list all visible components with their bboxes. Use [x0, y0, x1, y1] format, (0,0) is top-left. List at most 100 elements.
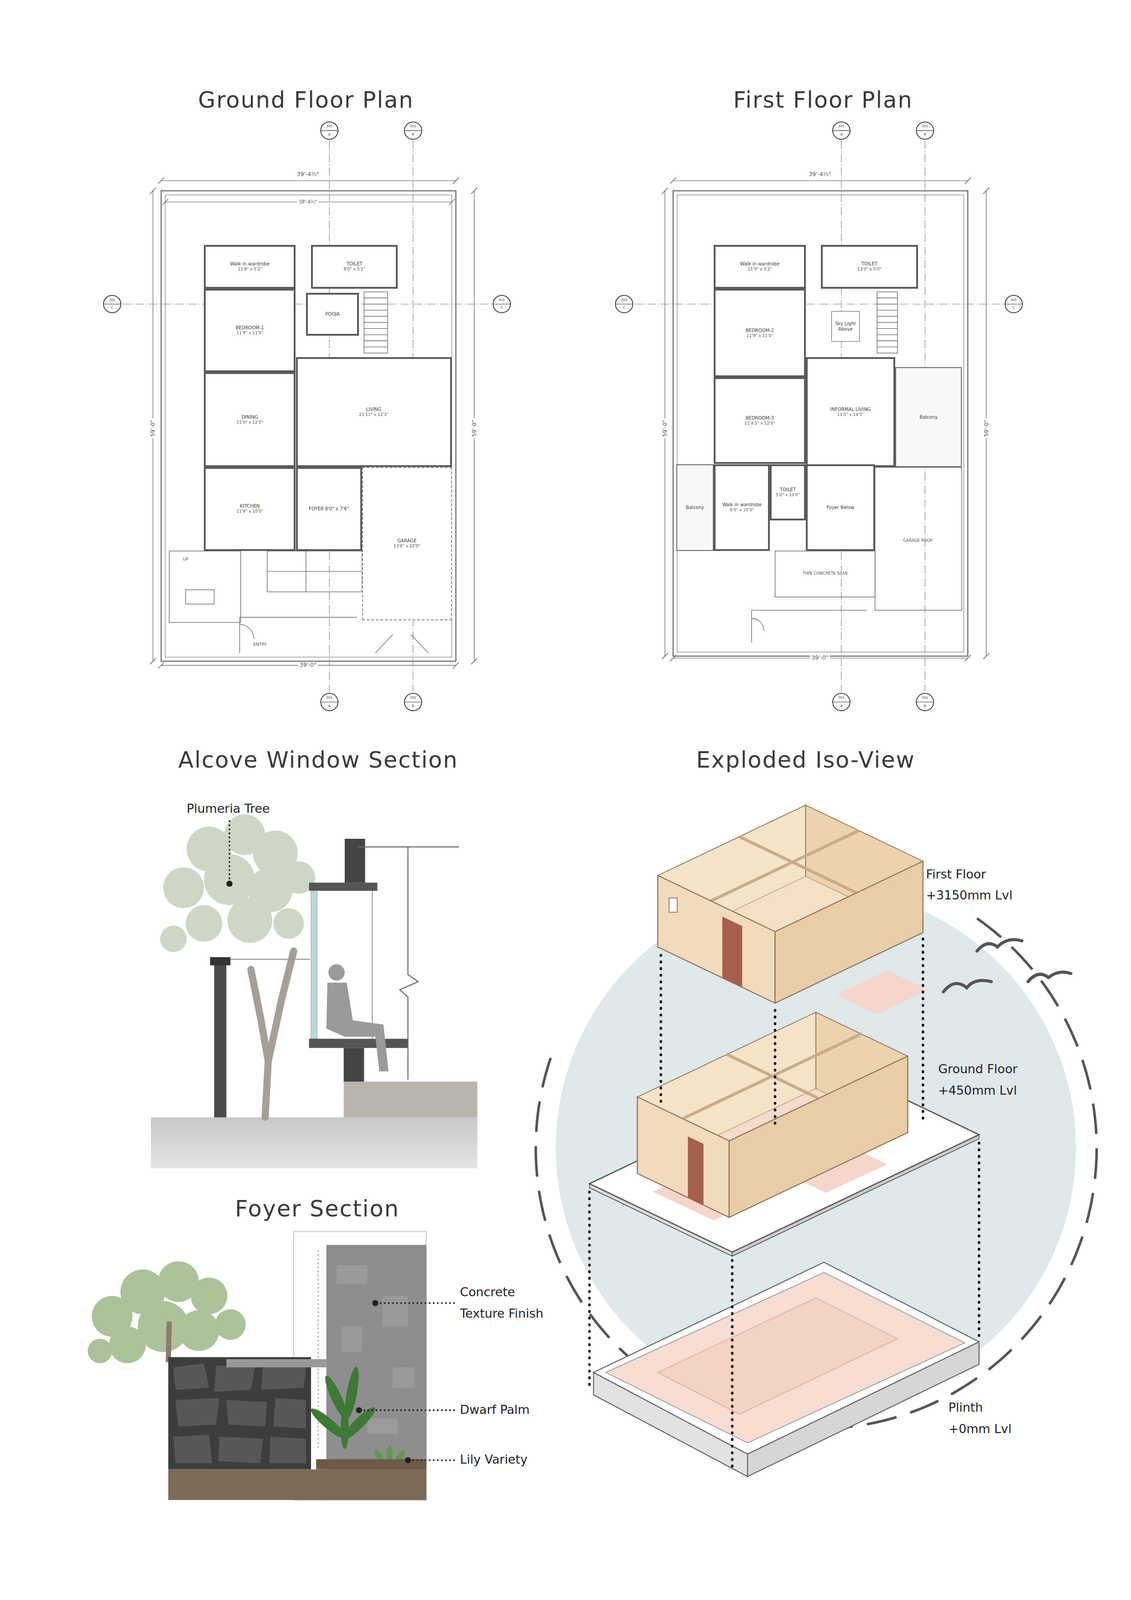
room-name: FOYER 8'0" x 7'6": [308, 506, 349, 512]
marker-text: 201: [1010, 297, 1017, 302]
callout-text: Plinth: [948, 1400, 984, 1415]
room-size: 13'6" x 22'0": [393, 543, 421, 549]
room-box: Walk in wardrobe11'9" x 5'2": [203, 244, 296, 289]
room-box: DINING11'0" x 12'0": [203, 372, 296, 467]
marker-text: C: [622, 306, 626, 310]
marker-divider: [103, 303, 121, 305]
callout-text: +3150mm Lvl: [926, 888, 1013, 903]
dimension-text: 38'-4½": [297, 199, 319, 205]
balcony-box: Balcony: [676, 464, 715, 551]
panel-heading: Foyer Section: [234, 1195, 400, 1222]
marker-text: B: [923, 132, 927, 137]
marker-text: A: [328, 703, 331, 708]
room-name: Walk in wardrobe: [230, 261, 270, 267]
section-marker: [103, 295, 121, 313]
panel-heading: Ground Floor Plan: [197, 87, 414, 114]
marker-text: 201: [498, 297, 505, 302]
room-box: Walk in wardrobe6'0" x 10'0": [713, 464, 770, 551]
marker-text: A: [840, 703, 843, 708]
room-name: BEDROOM-3: [745, 415, 774, 421]
marker-text: 201: [838, 124, 845, 129]
plot-frame: [122, 140, 492, 692]
marker-text: 201: [326, 695, 333, 700]
callout-text: Dwarf Palm: [460, 1402, 530, 1417]
room-size: 13'0" x 5'0": [857, 266, 882, 272]
room-name: Balcony: [919, 414, 938, 421]
room-box: FOYER 8'0" x 7'6": [295, 466, 363, 551]
balcony-box: Balcony: [895, 367, 962, 467]
marker-divider: [404, 701, 422, 703]
plan-note: UP: [182, 556, 189, 561]
room-box: BEDROOM-211'9" x 11'0": [713, 288, 806, 378]
callout-leaders: [229, 820, 455, 1461]
room-box: POOJA: [306, 292, 359, 336]
room-name: POOJA: [325, 311, 340, 317]
marker-text: 201: [409, 124, 417, 129]
room-name: GARAGE: [397, 538, 417, 544]
plan-note: GARAGE ROOF: [902, 538, 933, 543]
room-name: KITCHEN: [239, 503, 260, 509]
callout-text: +0mm Lvl: [948, 1421, 1012, 1437]
marker-divider: [404, 130, 422, 131]
section-marker: [404, 121, 422, 140]
room-name: Balcony: [685, 504, 705, 511]
room-size: 5'0" x 10'0": [775, 492, 800, 498]
room-box: TOILET5'0" x 10'0": [769, 464, 806, 521]
section-marker: [320, 693, 338, 711]
marker-text: C: [500, 306, 504, 310]
marker-text: C: [110, 306, 114, 310]
marker-divider: [320, 130, 338, 131]
section-marker: [832, 121, 851, 140]
marker-text: 201: [621, 297, 628, 302]
marker-text: B: [411, 132, 415, 137]
room-box: Foyer Below: [805, 464, 876, 551]
room-size: 11'9" x 5'2": [747, 266, 773, 272]
dimension-text: 59'-0": [661, 418, 669, 439]
room-box: TOILET8'0" x 5'2": [311, 244, 398, 289]
section-marker: [832, 693, 851, 711]
marker-divider: [320, 701, 338, 703]
section-marker: [1005, 295, 1023, 313]
room-name: TOILET: [861, 261, 878, 267]
callout-text: Ground Floor: [938, 1061, 1018, 1076]
room-name: Walk in wardrobe: [722, 502, 763, 508]
room-name: Walk in wardrobe: [740, 261, 780, 267]
section-marker: [615, 295, 633, 313]
marker-text: B: [923, 703, 927, 708]
room-size: 6'0" x 10'0": [729, 507, 754, 513]
room-name: INFORMAL LIVING: [830, 406, 872, 413]
room-box: KITCHEN11'9" x 10'0": [203, 466, 296, 551]
room-box: LIVING21'11" x 12'3": [295, 357, 452, 468]
marker-text: A: [840, 132, 843, 137]
marker-divider: [916, 701, 934, 703]
room-box: BEDROOM-111'9" x 11'0": [203, 288, 296, 373]
marker-divider: [832, 701, 851, 703]
dimension-text: 39'-0": [809, 654, 830, 661]
dimension-text: 59'-0": [149, 418, 156, 439]
section-marker: [404, 693, 422, 711]
panel-heading: First Floor Plan: [733, 87, 914, 114]
marker-text: C: [1012, 306, 1015, 310]
marker-divider: [1005, 303, 1023, 305]
callout-text: +450mm Lvl: [938, 1083, 1017, 1098]
marker-divider: [615, 303, 633, 305]
room-box: Walk in wardrobe11'9" x 5'2": [713, 244, 806, 289]
dimension-text: 39'-4½": [295, 171, 321, 178]
callout-text: Lily Variety: [460, 1452, 528, 1467]
callout-text: First Floor: [926, 866, 987, 882]
marker-divider: [492, 303, 511, 305]
marker-text: 201: [921, 124, 929, 129]
section-marker: [320, 121, 338, 140]
room-name: TOILET: [779, 487, 796, 493]
room-size: 11'9" x 11'0": [236, 330, 264, 336]
room-size: 11'9" x 11'0": [746, 333, 774, 339]
callout-text: Plumeria Tree: [186, 801, 270, 816]
section-marker: [492, 295, 511, 313]
room-name: TOILET: [346, 261, 363, 267]
room-size: 8'0" x 5'2": [343, 266, 366, 272]
room-box: GARAGE13'6" x 22'0": [362, 466, 452, 620]
marker-text: 201: [326, 124, 333, 129]
room-size: 11'0" x 12'0": [236, 420, 264, 426]
